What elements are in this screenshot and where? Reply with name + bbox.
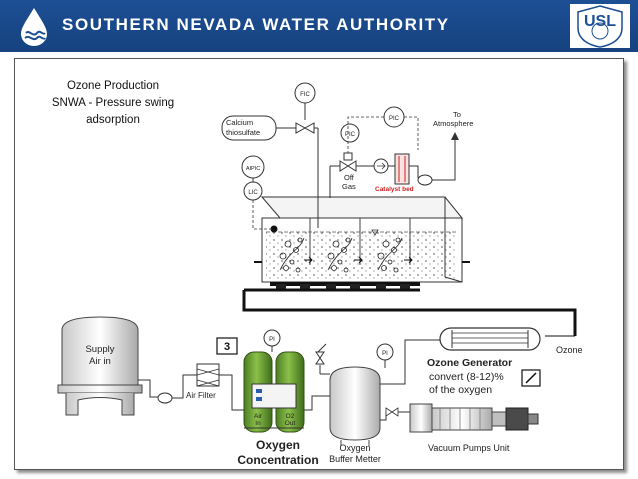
fic-label: FIC [300, 92, 310, 98]
caption-line-2: SNWA - Pressure swing [51, 97, 175, 109]
calcium-label-1: Calcium [226, 118, 253, 127]
off-gas-label-2: Gas [342, 182, 356, 191]
to-atmosphere-label-1: To [453, 110, 461, 119]
o2-out-label-1: O2 [286, 413, 295, 420]
calcium-thiosulfate-feed: Calcium thiosulfate [221, 115, 319, 228]
ozone-contact-tank [254, 196, 470, 289]
step-number-box [216, 337, 238, 355]
supply-label-1: Supply [85, 344, 114, 355]
step-number: 3 [224, 341, 230, 353]
oxygen-concentrator: Air In O2 Out [243, 351, 305, 433]
ozone-gen-title: Ozone Generator [427, 357, 512, 369]
ozone-bubbles-2 [327, 237, 353, 273]
supply-label-2: Air in [89, 356, 111, 367]
air-filter-label: Air Filter [186, 391, 216, 400]
ozone-label: Ozone [556, 345, 583, 355]
ozone-feed-line [242, 290, 577, 336]
header-banner: SOUTHERN NEVADA WATER AUTHORITY USL [0, 0, 638, 52]
pic-left-instrument: PIC [340, 123, 360, 143]
buffer-label-1: Oxygen [339, 443, 370, 453]
vacuum-label: Vacuum Pumps Unit [428, 443, 510, 453]
pic-right-label: PIC [389, 116, 400, 122]
to-atmosphere-label-2: Atmosphere [433, 119, 473, 128]
oxygen-label-2: Concentration [237, 453, 318, 467]
buffer-label-2: Buffer Metter [329, 454, 381, 464]
blower-and-catalyst: Catalyst bed [356, 132, 459, 193]
ozone-gen-line-2: convert (8-12)% [429, 371, 504, 383]
air-in-label-1: Air [254, 413, 263, 420]
air-filter: Air Filter [186, 363, 220, 400]
water-drop-logo [21, 8, 47, 46]
fic-instrument: FIC [294, 82, 316, 120]
oxygen-label-1: Oxygen [256, 438, 300, 452]
pi-left-label: PI [269, 337, 275, 343]
lic-instrument: LIC [243, 181, 272, 230]
off-gas-label-1: Off [344, 173, 355, 182]
air-supply-line [138, 379, 158, 398]
partner-logo: USL [570, 4, 630, 48]
supply-air-tank: Supply Air in [57, 316, 143, 416]
partner-logo-text: USL [584, 13, 616, 30]
catalyst-label: Catalyst bed [375, 186, 414, 193]
relief-valve [315, 343, 330, 375]
aipic-label: AIPIC [246, 166, 260, 172]
oxygen-buffer-tank: Oxygen Buffer Metter [329, 366, 381, 464]
air-in-label-2: In [255, 420, 261, 427]
calcium-label-2: thiosulfate [226, 128, 260, 137]
lic-label: LIC [248, 190, 258, 196]
caption-line-1: Ozone Production [66, 80, 160, 92]
pi-right-label: PI [382, 351, 388, 357]
pi-left-instrument: PI [263, 329, 281, 352]
ozone-bubbles-1 [279, 237, 305, 273]
ozone-generator: Ozone Generator convert (8-12)% of the o… [427, 327, 541, 396]
aipic-instrument: AIPIC [241, 155, 265, 182]
caption-line-3: adsorption [86, 114, 140, 126]
banner-title: SOUTHERN NEVADA WATER AUTHORITY [62, 15, 450, 34]
pic-left-label: PIC [345, 132, 356, 138]
vacuum-pumps-unit: Vacuum Pumps Unit [409, 403, 539, 453]
pic-right-instrument: PIC [347, 106, 419, 160]
off-gas-valve: Off Gas [329, 152, 357, 198]
slide-caption: Ozone Production SNWA - Pressure swing a… [38, 78, 188, 129]
ozone-gen-line-3: of the oxygen [429, 384, 492, 396]
pi-right-instrument: PI [376, 343, 394, 368]
o2-out-label-2: Out [285, 420, 296, 427]
ozone-bubbles-3 [377, 237, 403, 273]
